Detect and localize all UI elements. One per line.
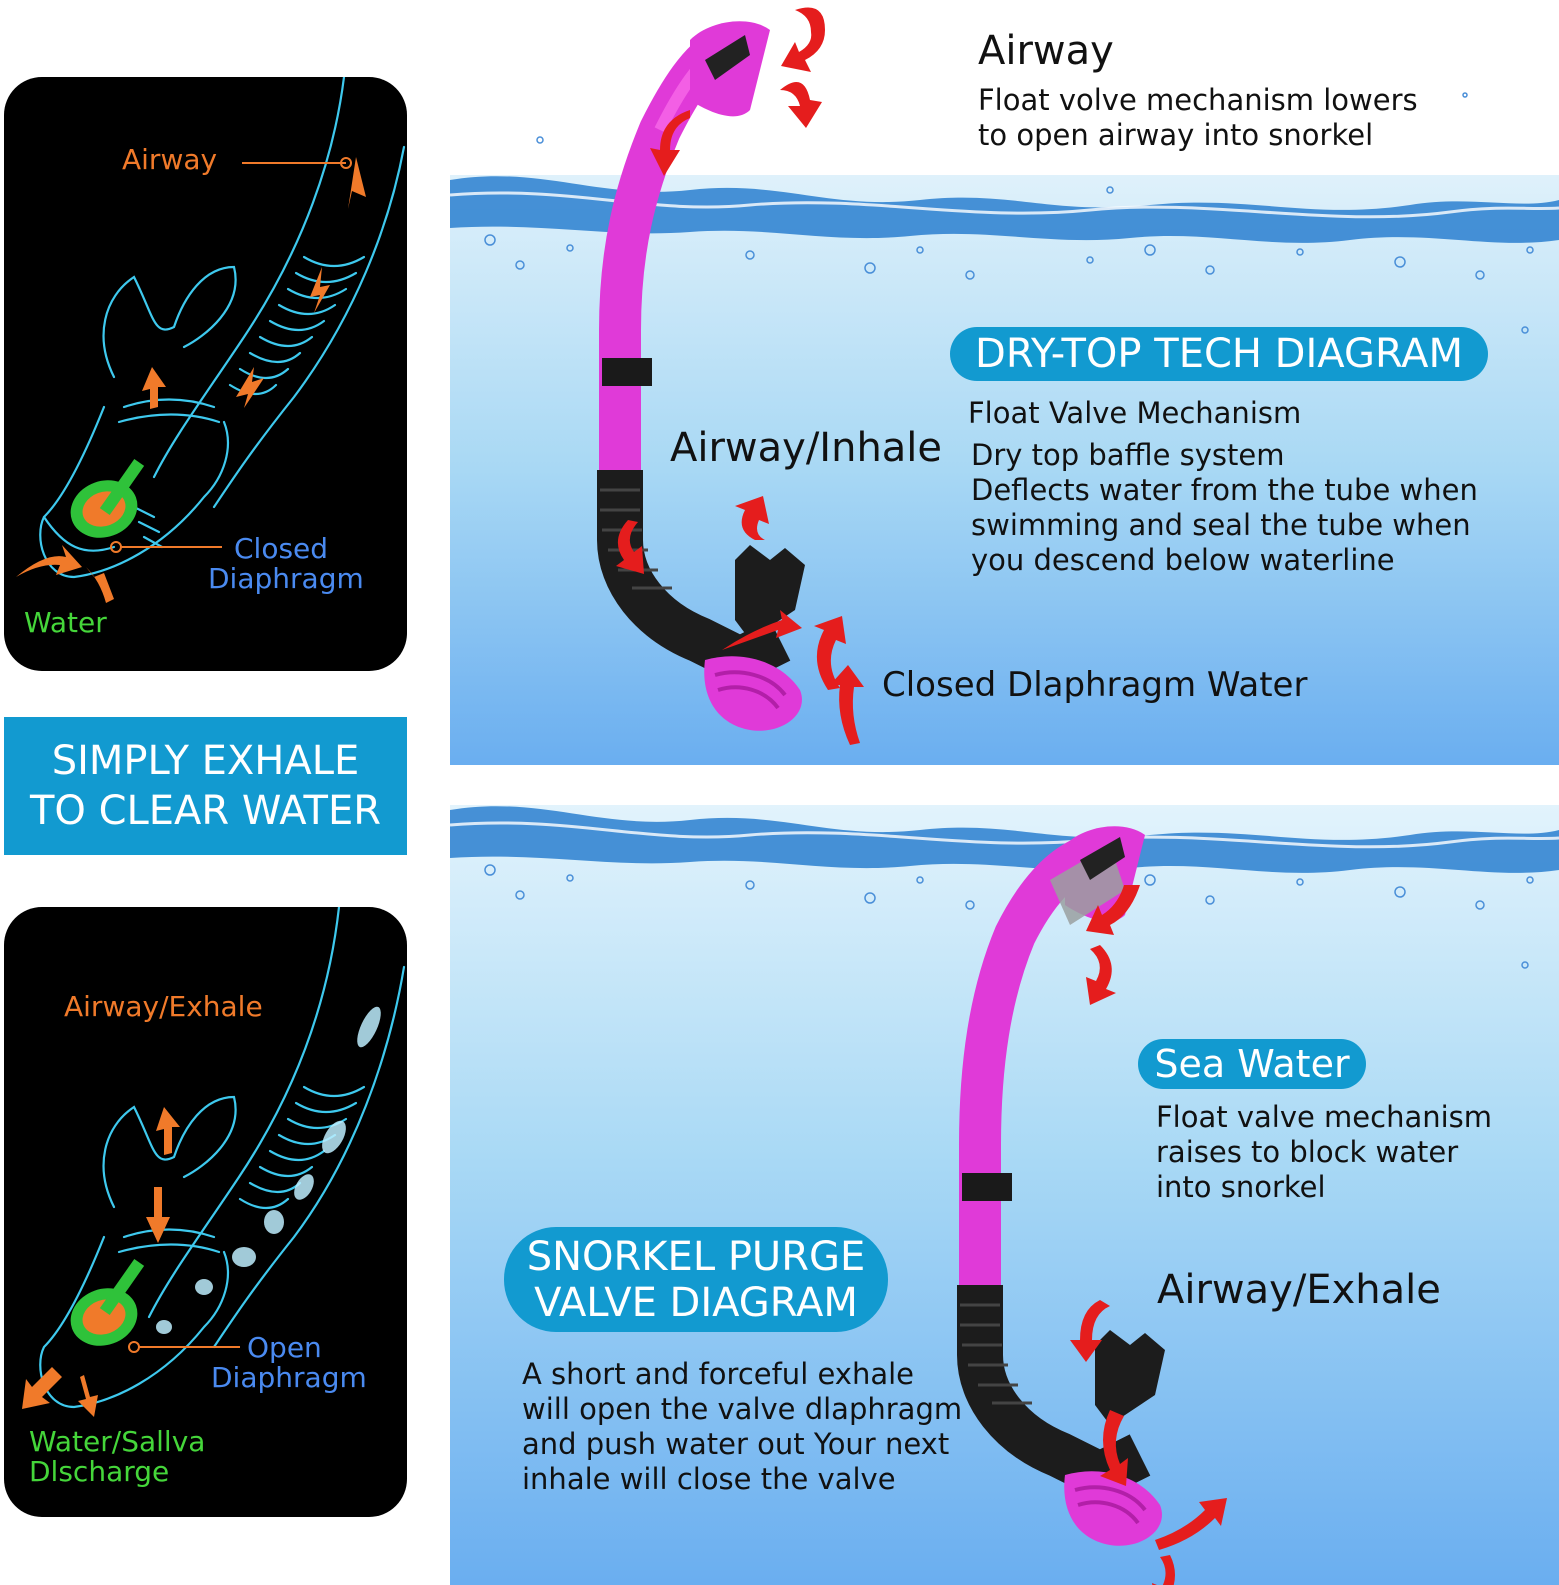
airway-desc-line-2: to open airway into snorkel [978,118,1374,152]
dry-top-diagram: Airway Float volve mechanism lowers to o… [450,0,1559,765]
open-diaphragm-panel: Airway/Exhale Open Diaphragm Water/Sallv… [4,907,407,1517]
airway-exhale-title: Airway/Exhale [1157,1267,1441,1313]
dry-top-tech-pill-text: DRY-TOP TECH DIAGRAM [975,331,1463,377]
open-label: Open [247,1331,322,1364]
sea-water-pill: Sea Water [1138,1039,1366,1089]
discharge-label: Dlscharge [29,1455,170,1488]
simply-exhale-banner: SIMPLY EXHALE TO CLEAR WATER [4,717,407,855]
purge-desc-line-4: inhale will close the valve [522,1462,896,1496]
closed-diaphragm-panel: Airway Closed Diaphragm Water [4,77,407,671]
open-snorkel-outline-illustration [22,907,406,1417]
diaphragm-label: Diaphragm [208,562,364,595]
sea-water-line-2: raises to block water [1156,1135,1459,1169]
purge-valve-diagram: Sea Water Float valve mechanism raises t… [450,765,1559,1585]
baffle-line-4: you descend below waterline [971,543,1395,577]
sea-water-line-3: into snorkel [1156,1170,1326,1204]
purge-desc-line-3: and push water out Your next [522,1427,950,1461]
exhale-line-1: SIMPLY EXHALE [51,738,360,784]
purge-pill-line-2: VALVE DIAGRAM [534,1280,858,1326]
water-label: Water [24,606,107,639]
airway-desc-line-1: Float volve mechanism lowers [978,83,1418,117]
water-saliva-label: Water/Sallva [29,1425,206,1458]
sea-water-line-1: Float valve mechanism [1156,1100,1493,1134]
purge-valve-pill: SNORKEL PURGE VALVE DIAGRAM [504,1227,888,1332]
baffle-line-1: Dry top baffle system [971,438,1285,472]
airway-label: Airway [122,143,218,176]
baffle-line-2: Deflects water from the tube when [971,473,1478,507]
closed-diaphragm-water-label: Closed Dlaphragm Water [882,665,1308,705]
airway-exhale-label: Airway/Exhale [64,990,263,1023]
exhale-line-2: TO CLEAR WATER [29,788,382,834]
float-valve-heading: Float Valve Mechanism [968,396,1302,430]
purge-pill-line-1: SNORKEL PURGE [526,1234,866,1280]
purge-desc-line-1: A short and forceful exhale [522,1357,915,1391]
airway-title: Airway [978,28,1114,74]
airway-inhale-label: Airway/Inhale [670,425,943,471]
dry-top-tech-pill: DRY-TOP TECH DIAGRAM [950,327,1488,381]
dry-top-water-scene [450,7,1559,765]
sea-water-pill-text: Sea Water [1154,1042,1350,1086]
closed-label: Closed [234,532,329,565]
baffle-line-3: swimming and seal the tube when [971,508,1471,542]
closed-snorkel-outline-illustration [16,77,406,603]
purge-valve-water-scene [450,805,1559,1585]
purge-desc-line-2: will open the valve dlaphragm [522,1392,963,1426]
diaphragm-label-bottom: Diaphragm [211,1361,367,1394]
